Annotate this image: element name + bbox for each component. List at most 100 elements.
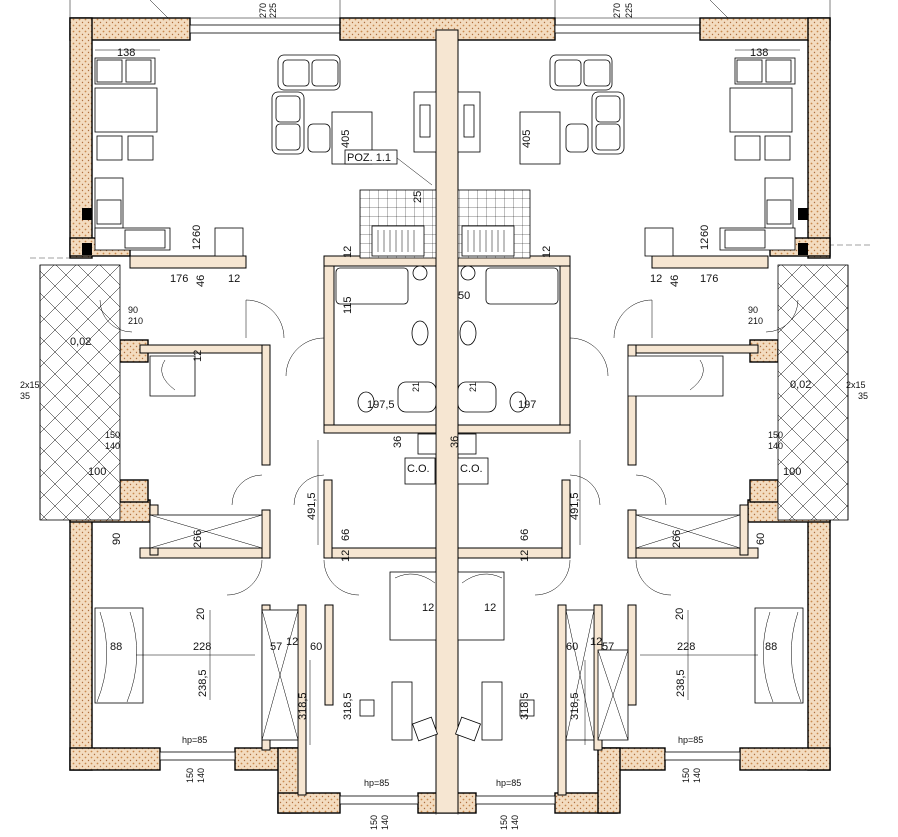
top-dim-2: 225	[268, 3, 278, 18]
stair-12-right: 12	[590, 636, 602, 648]
bedroom-88-right: 88	[765, 641, 777, 653]
top-dim-1: 270	[258, 3, 268, 18]
wc-small-left: 21	[411, 382, 421, 392]
room-12-right: 12	[484, 602, 496, 614]
radiator-left	[371, 225, 425, 257]
kitchen-counter-2: 60	[191, 225, 203, 237]
living-furniture-right	[457, 54, 625, 165]
wall-60: 60	[755, 533, 767, 545]
stair-12-left: 12	[286, 636, 298, 648]
bedroom-depth-left: 238,5	[197, 669, 209, 697]
stair-len-2: 318,5	[342, 692, 354, 720]
boiler-dim-left: 36	[392, 436, 404, 448]
kitchen-right	[644, 57, 808, 257]
stair-len-3: 318,5	[519, 692, 531, 720]
kitchen-left	[82, 57, 244, 257]
bottom-5: 150	[499, 815, 509, 830]
stairwells	[261, 609, 629, 741]
door-90-left: 90	[128, 305, 138, 315]
boiler-right: C.O.	[460, 463, 483, 475]
kitchen-counter-1: 12	[191, 238, 203, 250]
door-210-right: 210	[748, 316, 763, 326]
bedroom-depth-right: 238,5	[675, 669, 687, 697]
hp-2: hp=85	[364, 778, 389, 788]
bottom-4: 140	[380, 815, 390, 830]
center-beds	[359, 571, 535, 742]
party-wall	[435, 29, 459, 814]
living-furniture-left	[271, 54, 437, 165]
dim-46-left: 46	[195, 275, 207, 287]
radiator-right	[461, 225, 515, 257]
hp-1: hp=85	[182, 735, 207, 745]
small-12-left: 12	[340, 550, 352, 562]
hall-left: 491,5	[306, 492, 318, 520]
door-210-left: 210	[128, 316, 143, 326]
dimension-lines	[95, 49, 800, 745]
dim-176-left: 176	[170, 273, 188, 285]
poz-label-box	[344, 149, 398, 165]
top-dim-4: 225	[624, 3, 634, 18]
bedroom-left-furniture	[94, 607, 144, 704]
bath-dim-12-r: 12	[541, 246, 553, 258]
boiler-dim-right: 36	[449, 436, 461, 448]
boiler-units	[404, 433, 489, 485]
small-12-right: 12	[519, 550, 531, 562]
stair-len-1: 318,5	[297, 692, 309, 720]
stair-len-4: 318,5	[569, 692, 581, 720]
poz-label: POZ. 1.1	[347, 152, 391, 164]
kitchen-counter-3: 12	[699, 238, 711, 250]
dim-12-left: 12	[228, 273, 240, 285]
wall-90: 90	[111, 533, 123, 545]
terrace-right	[777, 264, 849, 521]
bath-dim-115: 115	[342, 296, 354, 314]
bottom-1: 150	[185, 768, 195, 783]
exterior-walls	[69, 17, 831, 814]
wc-small-right: 21	[468, 382, 478, 392]
hall-right: 491,5	[569, 492, 581, 520]
bottom-windows	[159, 751, 741, 805]
dim-176-right: 176	[700, 273, 718, 285]
dim-46-right: 46	[669, 275, 681, 287]
bottom-6: 140	[510, 815, 520, 830]
bedroom-top-left: 20	[195, 608, 207, 620]
bedroom-top-right: 20	[674, 608, 686, 620]
boiler-left: C.O.	[407, 463, 430, 475]
kitchen-counter-4: 60	[699, 225, 711, 237]
small-12-top: 12	[192, 350, 204, 362]
small-66-left: 66	[340, 529, 352, 541]
stair-60-right: 60	[566, 641, 578, 653]
closet-266-left: 266	[192, 530, 204, 548]
bath-dim-50: 50	[458, 290, 470, 302]
bottom-3: 150	[369, 815, 379, 830]
terrace-left	[39, 264, 121, 521]
win-140-left: 140	[105, 441, 120, 451]
small-66-right: 66	[519, 529, 531, 541]
dim-living-right: 405	[521, 130, 533, 148]
stair-57-left: 57	[270, 641, 282, 653]
terrace-100-right: 100	[783, 466, 801, 478]
stair-60-left: 60	[310, 641, 322, 653]
win-150-right: 150	[768, 430, 783, 440]
terrace-slope-left: 0,02	[70, 336, 91, 348]
terrace-100-left: 100	[88, 466, 106, 478]
bedroom-228-right: 228	[677, 641, 695, 653]
hp-3: hp=85	[496, 778, 521, 788]
bedroom-right-furniture	[754, 607, 804, 704]
bedroom-88-left: 88	[110, 641, 122, 653]
bottom-8: 140	[692, 768, 702, 783]
wc-left: 197,5	[367, 399, 395, 411]
terrace-side-4: 35	[858, 391, 868, 401]
terrace-side-2: 35	[20, 391, 30, 401]
bottom-2: 140	[196, 768, 206, 783]
win-150-left: 150	[105, 430, 120, 440]
room-12-left: 12	[422, 602, 434, 614]
bed-small-rooms	[149, 355, 724, 397]
door-swings	[99, 299, 799, 596]
terrace-slope-right: 0,02	[790, 379, 811, 391]
wc-right: 197	[518, 399, 536, 411]
dim-kitchen-left: 138	[117, 47, 135, 59]
closet-266-right: 266	[671, 530, 683, 548]
door-90-right: 90	[748, 305, 758, 315]
poz-dim: 25	[412, 191, 424, 203]
